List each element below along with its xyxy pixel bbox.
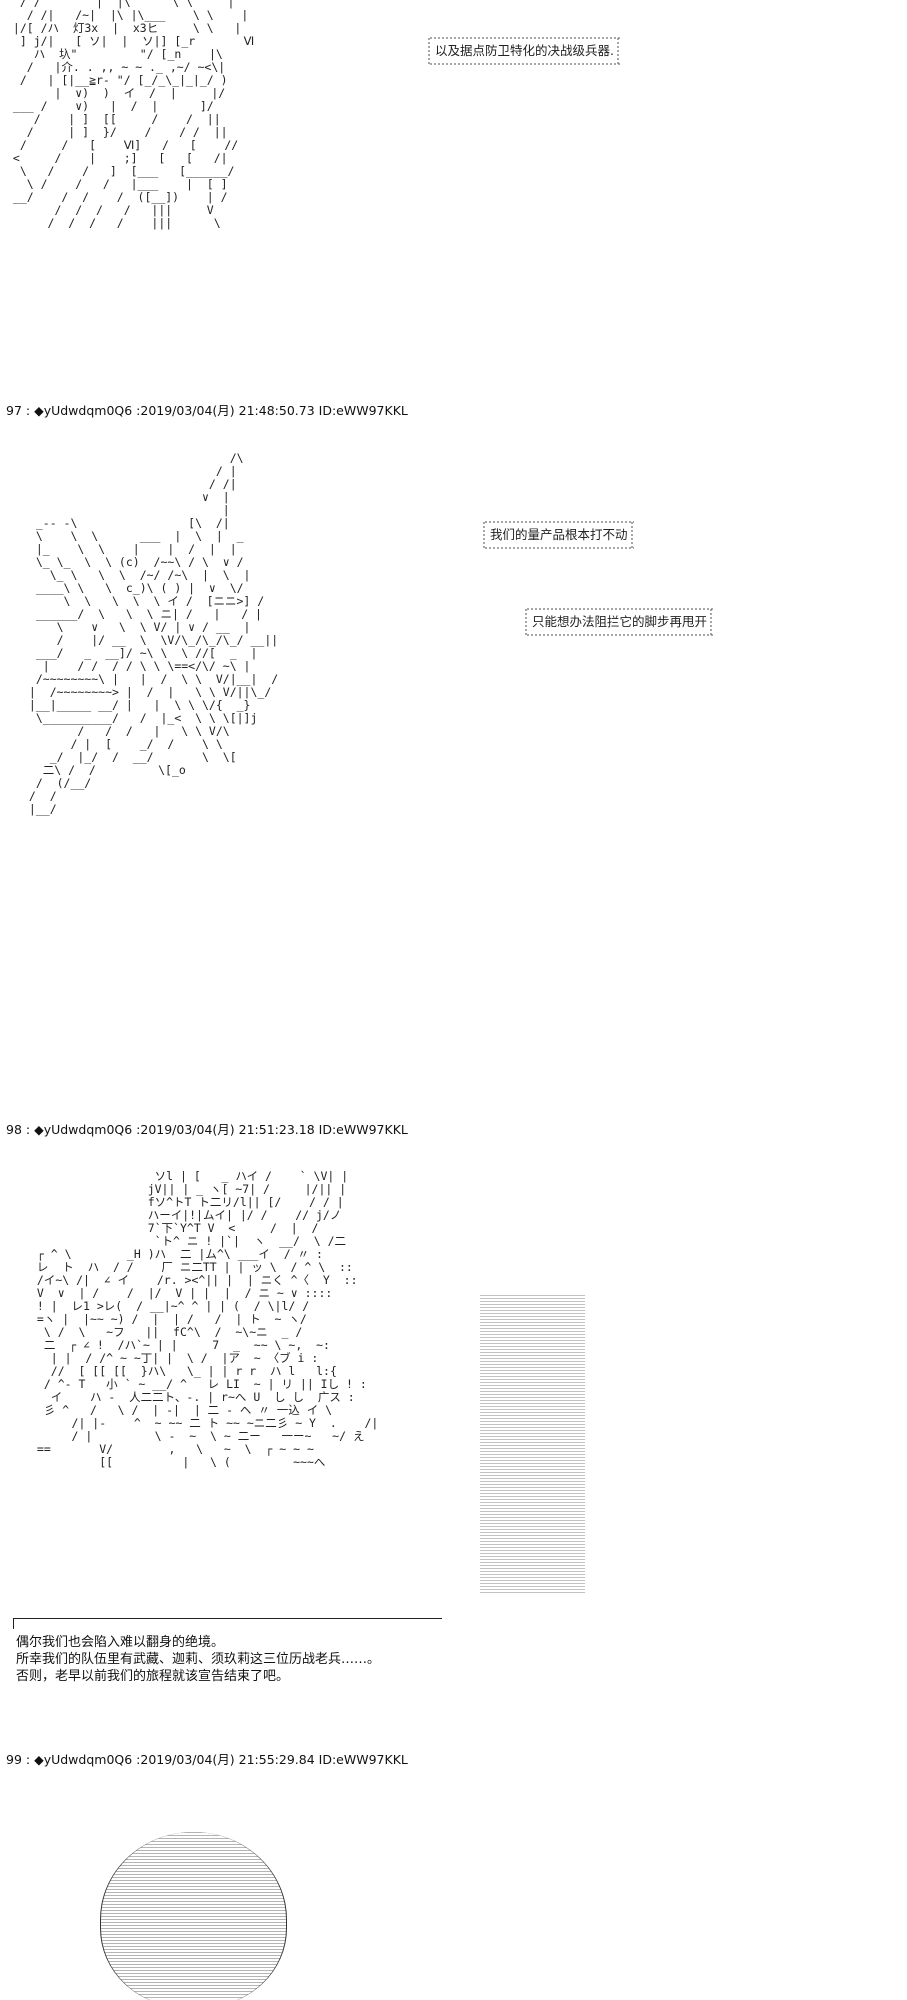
dialogue-box-3: 只能想办法阻拦它的脚步再甩开 bbox=[524, 607, 716, 637]
ascii-art-battle-scene: ソl | [ _ ハイ / ` \V| | jV|| | _ ヽ[ ~7| / … bbox=[36, 1169, 379, 1469]
post-header-98: 98 : ◆yUdwdqm0Q6 :2019/03/04(月) 21:51:23… bbox=[6, 1122, 408, 1137]
post-date: 2019/03/04(月) 21:48:50.73 bbox=[140, 403, 315, 418]
post-number: 98 bbox=[6, 1122, 22, 1137]
dialogue-text-2: 我们的量产品根本打不动 bbox=[490, 527, 628, 542]
dialogue-text-1: 以及据点防卫特化的决战级兵器. bbox=[435, 43, 614, 58]
ascii-art-mecha: /\ / | / /| ∨ | | _-- -\ [\ /| \ \ \ ___… bbox=[28, 451, 279, 816]
dialogue-text-3: 只能想办法阻拦它的脚步再甩开 bbox=[532, 614, 708, 629]
dialogue-box-2: 我们的量产品根本打不动 bbox=[482, 520, 636, 550]
narration-bracket bbox=[13, 1618, 442, 1629]
narration-line-2: 所幸我们的队伍里有武藏、迦莉、须玖莉这三位历战老兵……。 bbox=[16, 1652, 381, 1667]
post-number: 97 bbox=[6, 403, 22, 418]
hatched-oval-shape bbox=[100, 1832, 287, 2000]
post-date: 2019/03/04(月) 21:51:23.18 bbox=[140, 1122, 315, 1137]
poster-name[interactable]: ◆yUdwdqm0Q6 bbox=[34, 403, 133, 418]
post-number: 99 bbox=[6, 1752, 22, 1767]
post-date: 2019/03/04(月) 21:55:29.84 bbox=[140, 1752, 315, 1767]
post-header-99: 99 : ◆yUdwdqm0Q6 :2019/03/04(月) 21:55:29… bbox=[6, 1752, 408, 1767]
ascii-art-robot-top: / / | |\ \ \ | / /| /~| |\ |\___ \ \ | |… bbox=[12, 0, 255, 230]
poster-id: ID:eWW97KKL bbox=[318, 1752, 408, 1767]
narration-line-3: 否则，老早以前我们的旅程就该宣告结束了吧。 bbox=[16, 1669, 290, 1684]
poster-id: ID:eWW97KKL bbox=[318, 1122, 408, 1137]
poster-id: ID:eWW97KKL bbox=[318, 403, 408, 418]
poster-name[interactable]: ◆yUdwdqm0Q6 bbox=[34, 1752, 133, 1767]
narration-text: 偶尔我们也会陷入难以翻身的绝境。 所幸我们的队伍里有武藏、迦莉、须玖莉这三位历战… bbox=[16, 1634, 380, 1685]
narration-line-1: 偶尔我们也会陷入难以翻身的绝境。 bbox=[16, 1635, 225, 1650]
poster-name[interactable]: ◆yUdwdqm0Q6 bbox=[34, 1122, 133, 1137]
dialogue-box-1: 以及据点防卫特化的决战级兵器. bbox=[427, 36, 622, 66]
hatched-shading bbox=[480, 1293, 585, 1593]
post-header-97: 97 : ◆yUdwdqm0Q6 :2019/03/04(月) 21:48:50… bbox=[6, 403, 408, 418]
